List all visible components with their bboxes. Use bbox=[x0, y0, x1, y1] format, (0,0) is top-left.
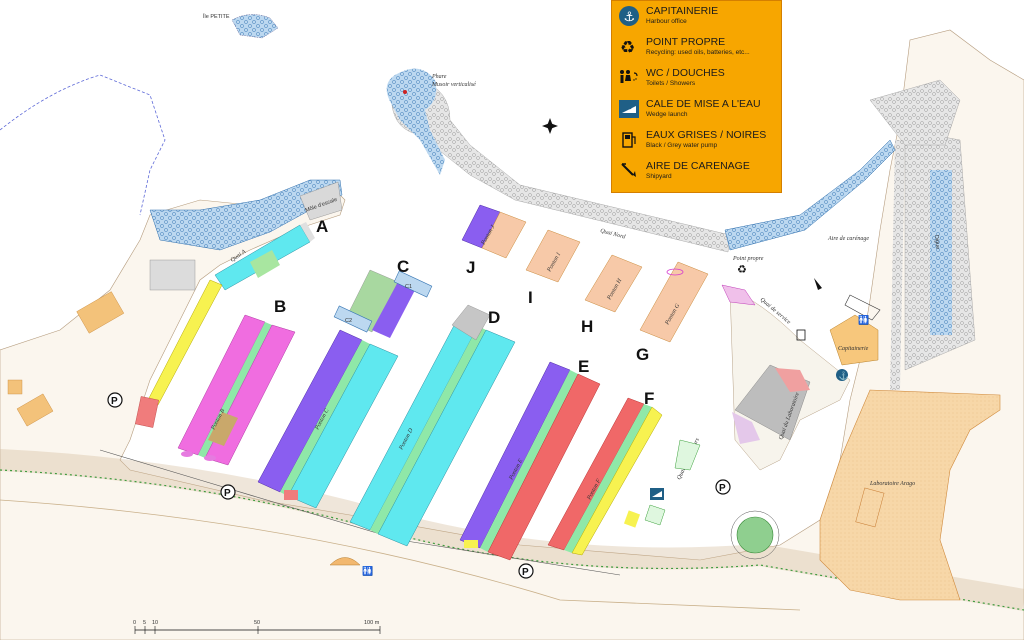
pontoon-c: C1 C2 Ponton C bbox=[257, 269, 433, 509]
legend-item-wc: WC / DOUCHES Toilets / Showers bbox=[618, 67, 775, 98]
svg-text:⚓: ⚓ bbox=[624, 10, 636, 25]
legend-title: AIRE DE CARENAGE bbox=[646, 160, 750, 172]
pump-icon bbox=[796, 329, 806, 341]
pontoon-i-letter: I bbox=[528, 288, 533, 307]
svg-text:5: 5 bbox=[143, 620, 146, 626]
pump-icon bbox=[618, 129, 640, 151]
pontoon-f: Ponton F bbox=[547, 397, 663, 556]
legend-subtitle: Black / Grey water pump bbox=[646, 142, 718, 149]
pontoon-j-letter: J bbox=[466, 258, 475, 277]
c2-label: C2 bbox=[345, 318, 352, 324]
svg-text:10: 10 bbox=[152, 620, 158, 626]
svg-text:🚻: 🚻 bbox=[858, 314, 869, 325]
crane-icon bbox=[618, 160, 640, 182]
legend-subtitle: Wedge launch bbox=[646, 111, 688, 118]
pontoon-b: Ponton B bbox=[177, 314, 296, 466]
legend-title: CALE DE MISE A L'EAU bbox=[646, 98, 761, 110]
boat-ramp-icon bbox=[650, 488, 664, 500]
legend-title: WC / DOUCHES bbox=[646, 67, 725, 79]
legend-subtitle: Toilets / Showers bbox=[646, 80, 696, 87]
legend-title: EAUX GRISES / NOIRES bbox=[646, 129, 767, 141]
parking-icon: P bbox=[107, 392, 123, 408]
phare-sub-label: Musoir verticalisé bbox=[431, 82, 476, 88]
pontoon-a-letter: A bbox=[316, 217, 328, 236]
capitainerie-label: Capitainerie bbox=[838, 346, 869, 352]
wc-icon bbox=[618, 67, 640, 89]
pontoon-d-letter: D bbox=[488, 308, 500, 327]
svg-text:50: 50 bbox=[254, 620, 260, 626]
crane-icon bbox=[814, 278, 822, 290]
phare-label: Phare bbox=[431, 74, 447, 80]
pontoon-b-letter: B bbox=[274, 297, 286, 316]
point-propre-label: Point propre bbox=[732, 256, 764, 262]
pontoon-c-letter: C bbox=[397, 257, 409, 276]
laboratoire-label: Laboratoire Arago bbox=[869, 481, 915, 487]
svg-text:100 m: 100 m bbox=[364, 620, 380, 626]
legend-subtitle: Shipyard bbox=[646, 173, 672, 180]
parking-icon: P bbox=[715, 479, 731, 495]
legend-item-carenage: AIRE DE CARENAGE Shipyard bbox=[618, 160, 775, 191]
pontoon-g: Ponton G bbox=[639, 261, 709, 343]
recycle-icon: ♻ bbox=[737, 264, 747, 276]
legend-subtitle: Recycling: used oils, batteries, etc... bbox=[646, 49, 750, 56]
c1-label: C1 bbox=[405, 284, 412, 290]
aire-carenage-label: Aire de carénage bbox=[827, 236, 869, 242]
anchor-icon: ⚓ bbox=[618, 5, 640, 27]
pontoon-h-letter: H bbox=[581, 317, 593, 336]
legend-item-capitainerie: ⚓ CAPITAINERIE Harbour office bbox=[618, 5, 775, 36]
legend-item-point-propre: ♻ POINT PROPRE Recycling: used oils, bat… bbox=[618, 36, 775, 67]
pontoon-j: Ponton J bbox=[461, 204, 527, 259]
wc-icon: 🚻 🚻 bbox=[362, 314, 869, 576]
scale-bar: 0 5 10 50 100 m bbox=[133, 620, 381, 634]
pontoon-e-letter: E bbox=[578, 357, 589, 376]
legend-title: CAPITAINERIE bbox=[646, 5, 719, 17]
pontoon-i: Ponton I bbox=[525, 229, 581, 283]
svg-text:🚻: 🚻 bbox=[362, 565, 373, 576]
compass-rose-icon bbox=[542, 118, 558, 134]
svg-text:Digue: Digue bbox=[933, 235, 940, 250]
svg-text:0: 0 bbox=[133, 620, 136, 626]
pontoon-h: Ponton H bbox=[584, 254, 643, 313]
svg-text:♻: ♻ bbox=[737, 264, 747, 276]
quai-nord-label: Quai Nord bbox=[599, 228, 626, 241]
svg-text:⚓: ⚓ bbox=[839, 371, 849, 381]
parking-icon: P bbox=[518, 563, 534, 579]
legend-item-cale: CALE DE MISE A L'EAU Wedge launch bbox=[618, 98, 775, 129]
legend: ⚓ CAPITAINERIE Harbour office ♻ POINT PR… bbox=[611, 0, 782, 193]
boat-ramp-icon bbox=[618, 98, 640, 120]
pontoon-d: Ponton D bbox=[349, 304, 516, 547]
recycle-icon: ♻ bbox=[618, 36, 640, 58]
parking-icon: P bbox=[220, 484, 236, 500]
pontoon-g-letter: G bbox=[636, 345, 649, 364]
pontoon-e: Ponton E bbox=[459, 361, 601, 561]
legend-item-eaux: EAUX GRISES / NOIRES Black / Grey water … bbox=[618, 129, 775, 160]
anchor-icon: ⚓ bbox=[836, 369, 849, 381]
svg-text:P: P bbox=[111, 396, 118, 407]
svg-text:P: P bbox=[719, 483, 726, 494]
ile-petite-label: Île PETITE bbox=[202, 13, 230, 20]
svg-text:P: P bbox=[224, 488, 231, 499]
legend-title: POINT PROPRE bbox=[646, 36, 726, 48]
legend-subtitle: Harbour office bbox=[646, 18, 687, 25]
svg-text:P: P bbox=[522, 567, 529, 578]
svg-text:♻: ♻ bbox=[620, 38, 635, 57]
pontoon-f-letter: F bbox=[644, 389, 654, 408]
